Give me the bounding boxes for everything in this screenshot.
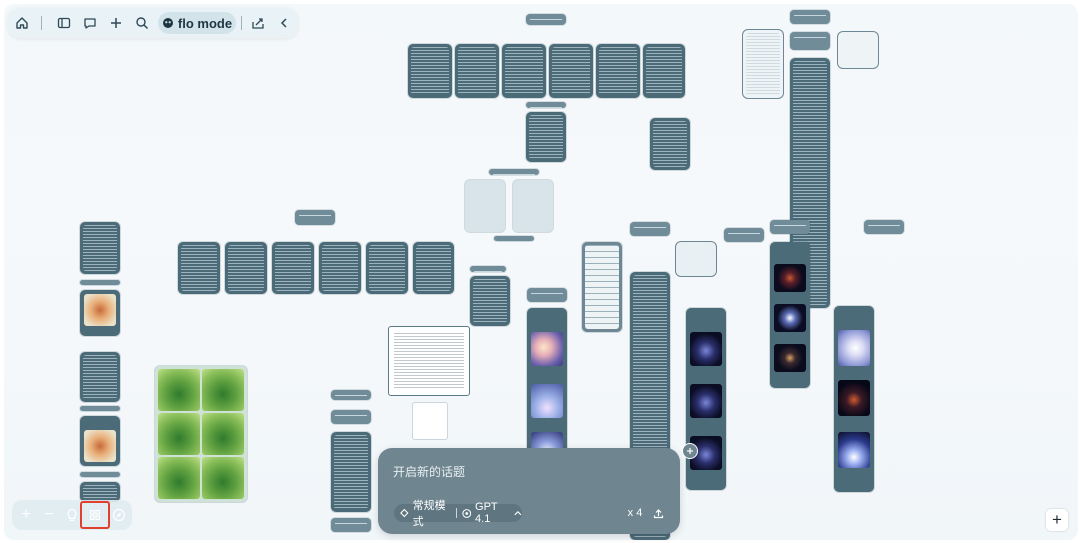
image-preview-node[interactable]: [412, 402, 448, 440]
canvas-image-node[interactable]: [80, 290, 120, 336]
canvas-node-chip[interactable]: [494, 236, 534, 242]
canvas-node-chip[interactable]: [80, 472, 120, 478]
canvas-image-node[interactable]: [513, 180, 553, 232]
canvas-node[interactable]: [549, 44, 593, 98]
document-preview-node[interactable]: [388, 326, 470, 396]
plus-icon[interactable]: [105, 12, 127, 34]
toolbar-divider: [41, 16, 42, 30]
canvas-node[interactable]: [331, 432, 371, 512]
canvas-node[interactable]: [408, 44, 452, 98]
canvas-table-node[interactable]: [582, 242, 622, 332]
openai-logo-icon: [461, 508, 471, 518]
flo-mode-button[interactable]: flo mode: [158, 12, 236, 34]
canvas-node[interactable]: [80, 222, 120, 274]
sidebar-icon[interactable]: [53, 12, 75, 34]
zoom-in-button[interactable]: +: [21, 506, 31, 523]
canvas-node[interactable]: [596, 44, 640, 98]
mode-selector[interactable]: 常规模式 GPT 4.1: [394, 500, 522, 528]
canvas-node[interactable]: [455, 44, 499, 98]
canvas-node[interactable]: [80, 482, 120, 502]
chat-composer[interactable]: 开启新的话题 常规模式 GPT 4.1 x 4: [378, 448, 680, 534]
canvas-image-node[interactable]: [676, 242, 716, 276]
mode-label: 常规模式: [412, 500, 446, 528]
upload-icon[interactable]: [648, 503, 668, 523]
canvas-image-list-node[interactable]: [527, 308, 567, 454]
canvas-node-chip[interactable]: [770, 220, 810, 234]
canvas-node-chip[interactable]: [331, 410, 371, 424]
share-icon[interactable]: [247, 12, 269, 34]
chevron-left-icon[interactable]: [273, 12, 295, 34]
add-node-button[interactable]: +: [1046, 509, 1068, 531]
zoom-controls: [12, 500, 132, 530]
toolbar-divider: [241, 16, 242, 30]
canvas-node-chip[interactable]: [80, 280, 120, 286]
count-label: x 4: [627, 507, 643, 519]
canvas-table-node[interactable]: [743, 30, 783, 98]
canvas-node[interactable]: [502, 44, 546, 98]
canvas-node-chip[interactable]: [331, 390, 371, 400]
home-icon[interactable]: [11, 12, 33, 34]
canvas-node[interactable]: [225, 242, 267, 294]
connector-handle-icon[interactable]: [682, 443, 698, 459]
canvas-node[interactable]: [526, 112, 566, 162]
count-button[interactable]: x 4: [624, 503, 646, 523]
canvas-node-chip[interactable]: [790, 32, 830, 50]
canvas-node-chip[interactable]: [790, 10, 830, 24]
canvas-node[interactable]: [643, 44, 685, 98]
canvas-image-list-node[interactable]: [834, 306, 874, 492]
search-icon[interactable]: [131, 12, 153, 34]
canvas-node-chip[interactable]: [295, 210, 335, 225]
canvas-image-node[interactable]: [465, 180, 505, 232]
compass-icon[interactable]: [108, 504, 130, 526]
canvas-image-list-node[interactable]: [686, 308, 726, 490]
canvas-node[interactable]: [178, 242, 220, 294]
canvas-node[interactable]: [413, 242, 454, 294]
chat-bubble-icon[interactable]: [79, 12, 101, 34]
flo-mode-label: flo mode: [177, 15, 233, 31]
zoom-out-button[interactable]: −: [44, 506, 54, 523]
canvas-node[interactable]: [80, 352, 120, 402]
canvas-node-chip[interactable]: [80, 406, 120, 412]
canvas-chart-node[interactable]: [838, 32, 878, 68]
canvas-node[interactable]: [650, 118, 690, 170]
grid-icon[interactable]: [84, 504, 106, 526]
canvas-node-chip[interactable]: [864, 220, 904, 234]
composer-input[interactable]: 开启新的话题: [393, 465, 466, 479]
lightbulb-icon[interactable]: [61, 504, 83, 526]
canvas-node[interactable]: [272, 242, 314, 294]
chevron-up-icon: [514, 510, 522, 515]
flo-logo-icon: [162, 18, 173, 28]
canvas-node[interactable]: [366, 242, 408, 294]
canvas-node-chip[interactable]: [526, 14, 566, 25]
canvas-image-list-node[interactable]: [770, 242, 810, 388]
model-label: GPT 4.1: [475, 501, 498, 525]
canvas-node-chip[interactable]: [470, 266, 506, 272]
canvas-node[interactable]: [319, 242, 361, 294]
top-toolbar: [8, 8, 298, 38]
grid-button-highlight: [80, 501, 110, 529]
canvas-node-chip[interactable]: [526, 102, 566, 108]
canvas-node[interactable]: [470, 276, 510, 326]
pill-divider: [455, 508, 457, 518]
watermelon-image-grid[interactable]: [155, 366, 247, 502]
canvas-image-node[interactable]: [80, 416, 120, 466]
canvas-node-chip[interactable]: [489, 169, 539, 175]
canvas-node-chip[interactable]: [527, 288, 567, 302]
diamond-icon: [400, 508, 409, 518]
canvas-node-chip[interactable]: [331, 518, 371, 532]
canvas-node-chip[interactable]: [630, 222, 670, 236]
canvas-node-chip[interactable]: [724, 228, 764, 242]
